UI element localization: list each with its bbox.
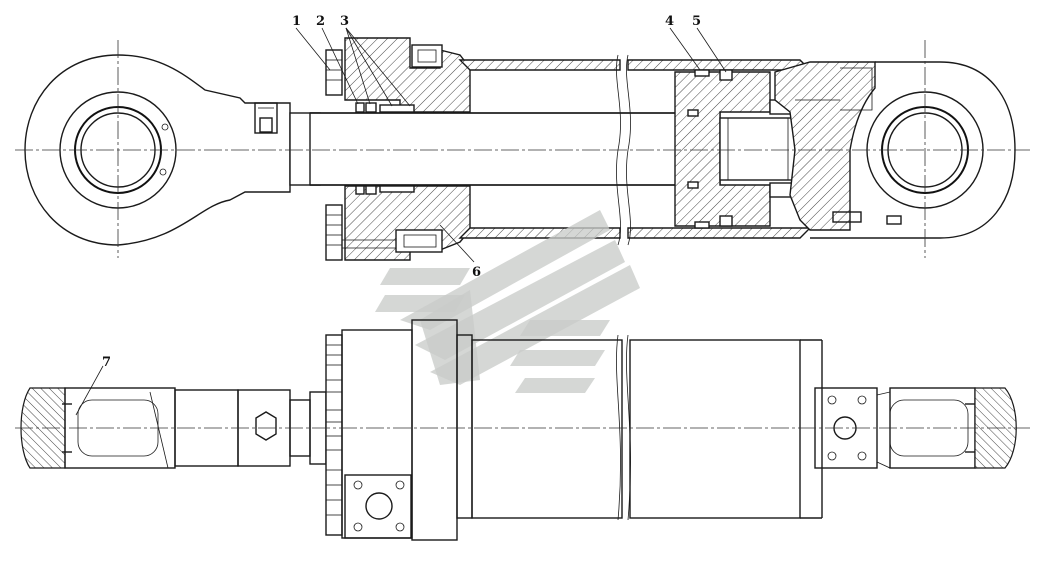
gland-head — [325, 37, 471, 261]
callout-1: 1 — [292, 14, 301, 29]
piston-rod — [289, 112, 721, 186]
callout-2: 2 — [316, 14, 325, 29]
callout-6: 6 — [472, 265, 481, 280]
rear-cap-eye — [774, 61, 1016, 239]
sectional-view — [15, 27, 1030, 263]
leader-lines — [295, 27, 727, 263]
watermark-logo — [375, 210, 640, 393]
plan-view — [15, 319, 1030, 541]
piston — [674, 69, 796, 229]
callout-3: 3 — [340, 14, 349, 29]
callout-7: 7 — [102, 355, 111, 370]
callout-5: 5 — [692, 14, 701, 29]
callout-4: 4 — [665, 14, 674, 29]
callout-labels: 1 2 3 4 5 6 7 — [102, 14, 701, 370]
cylinder-barrel — [458, 54, 812, 246]
